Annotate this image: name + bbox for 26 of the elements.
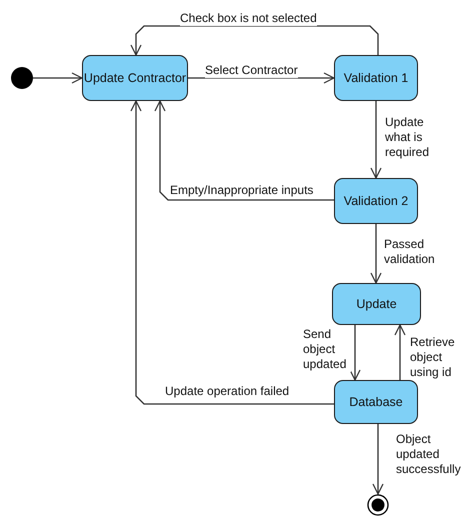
transition-arrow <box>349 325 361 381</box>
state-name: Validation 1 <box>344 71 408 85</box>
transition-arrow <box>33 72 83 84</box>
edge-label: Object updated successfully <box>396 432 461 477</box>
transition-arrow <box>130 25 379 56</box>
state-box <box>82 55 188 101</box>
transition-arrow <box>130 100 334 405</box>
state-box <box>334 55 418 101</box>
state-name: Update Contractor <box>84 71 186 85</box>
edge-label: Send object updated <box>303 327 351 372</box>
transition-arrow <box>370 101 382 179</box>
edge-label: Select Contractor <box>205 63 298 78</box>
state-box <box>334 178 418 224</box>
transition-arrow <box>394 324 406 380</box>
edge-label: Update operation failed <box>165 384 290 399</box>
transition-arrow <box>370 224 382 284</box>
transition-arrow <box>188 72 335 84</box>
state-name: Update <box>356 297 397 311</box>
transition-arrow <box>372 424 384 495</box>
state-box <box>334 380 418 424</box>
state-name: Validation 2 <box>344 194 408 208</box>
transition-arrow <box>154 100 334 201</box>
edge-label: Check box is not selected <box>180 11 317 26</box>
edge-label: Empty/Inappropriate inputs <box>170 183 314 198</box>
state-name: Database <box>349 395 403 409</box>
state-box <box>332 283 421 325</box>
